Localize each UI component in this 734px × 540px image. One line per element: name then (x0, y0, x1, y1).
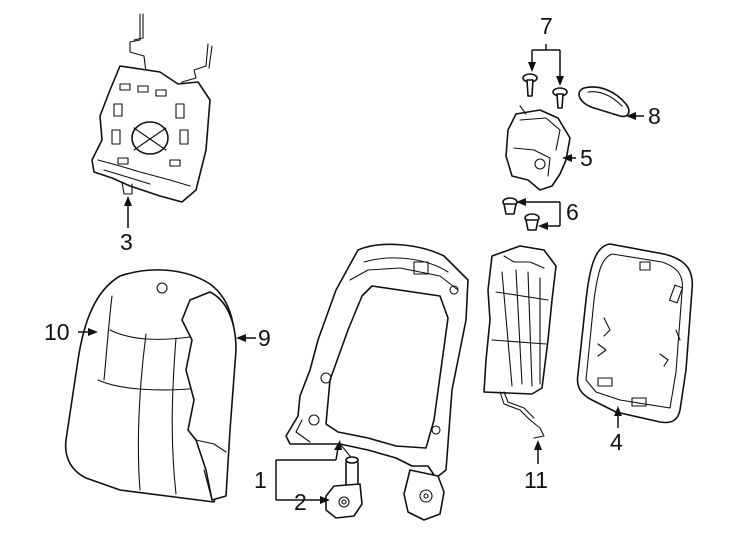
part-5-bracket (505, 105, 571, 191)
leader-lines (78, 44, 644, 504)
part-6-grommets (502, 197, 540, 231)
callout-1: 1 (254, 467, 267, 493)
part-8-trim-cap (578, 86, 630, 118)
callout-7: 7 (540, 13, 553, 39)
callout-labels: 3 10 9 1 2 7 8 5 6 4 11 (44, 13, 661, 515)
part-2-recliner-actuator (325, 456, 363, 519)
callout-2: 2 (294, 489, 307, 515)
callout-6: 6 (566, 199, 579, 225)
callout-10: 10 (44, 319, 70, 345)
part-9-cushion-pad (181, 291, 237, 501)
part-11-back-trim-panel (483, 245, 557, 439)
part-1-seat-back-frame (285, 243, 469, 521)
callout-8: 8 (648, 103, 661, 129)
callout-11: 11 (524, 467, 548, 493)
callout-5: 5 (580, 145, 593, 171)
part-3-lumbar-support (91, 13, 213, 203)
callout-4: 4 (610, 429, 623, 455)
part-4-rear-panel (576, 243, 694, 424)
callout-9: 9 (258, 325, 271, 351)
callout-3: 3 (120, 229, 133, 255)
part-7-screws (522, 73, 568, 109)
